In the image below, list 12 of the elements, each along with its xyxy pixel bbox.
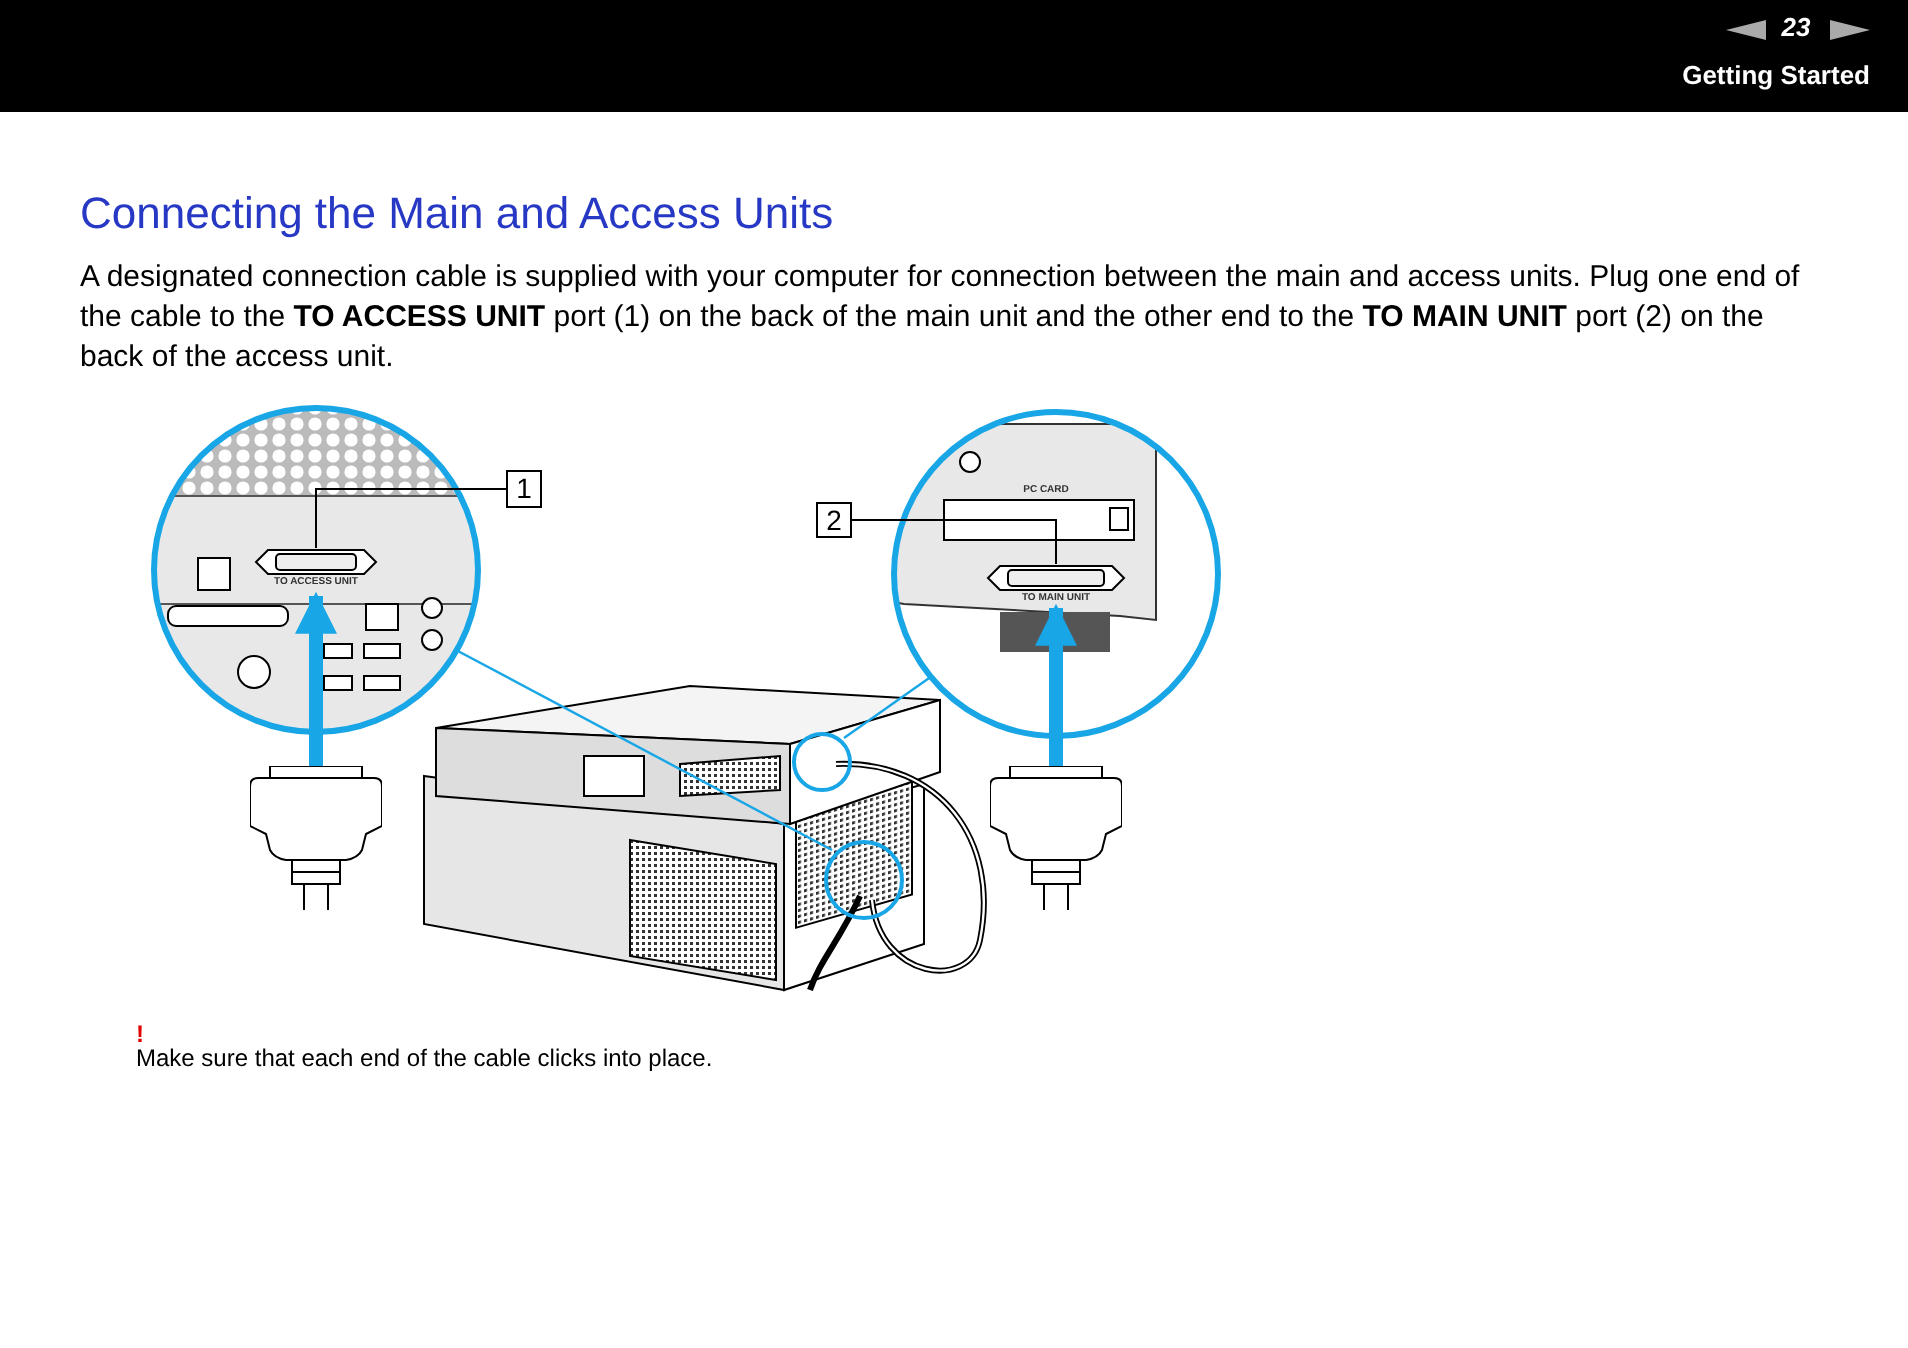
- callout-number: 2: [816, 502, 852, 538]
- section-name: Getting Started: [1680, 60, 1870, 90]
- page-title: Connecting the Main and Access Units: [80, 188, 834, 240]
- cable-plug-drawing: [250, 766, 382, 910]
- body-paragraph: A designated connection cable is supplied with your computer for connection between the main and access units. Plug one end of the cable to the TO ACCESS UNIT port (1) on the back of the main unit and the other end to the TO MAIN UNIT port (2) on the back of the access unit.: [80, 258, 1802, 378]
- leader-line: [315, 488, 507, 549]
- leader-line: [851, 519, 1057, 565]
- page-number: 23: [1779, 12, 1813, 42]
- warning-mark: !: [136, 1020, 146, 1048]
- note-text: Make sure that each end of the cable clicks into place.: [136, 1044, 715, 1072]
- callout-number: 1: [506, 470, 542, 508]
- cable-plug-drawing: [990, 766, 1122, 910]
